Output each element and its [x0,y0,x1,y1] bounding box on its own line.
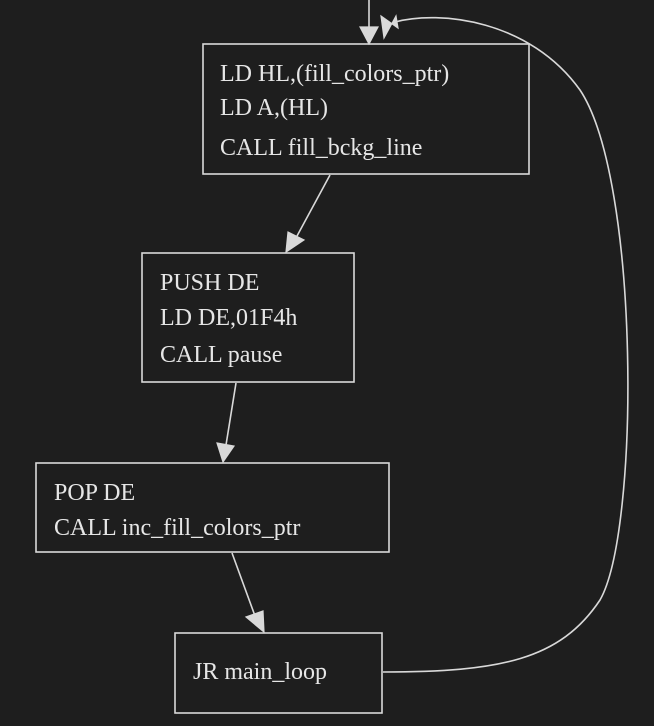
arrowhead-block-3 [216,442,236,464]
edge-block-2-to-block-3 [225,382,237,446]
instruction-line: LD A,(HL) [220,95,328,121]
instruction-line: CALL fill_bckg_line [220,135,422,161]
node-box [141,252,355,383]
instruction-line: CALL inc_fill_colors_ptr [54,515,300,541]
node-block-1: LD HL,(fill_colors_ptr) LD A,(HL) CALL f… [202,43,530,175]
edge-block-1-to-block-2 [296,174,331,237]
arrowhead-block-2 [285,231,306,254]
node-block-3: POP DE CALL inc_fill_colors_ptr [35,462,390,553]
instruction-line: JR main_loop [193,659,327,685]
arrowhead-block-4 [244,610,265,634]
instruction-line: CALL pause [160,342,282,368]
node-box [174,632,383,714]
edge-block-4-loop-back [382,16,629,673]
instruction-line: PUSH DE [160,270,259,296]
node-box [202,43,530,175]
edge-block-3-to-block-4 [231,552,256,617]
arrowhead-entry [359,26,379,46]
node-box [35,462,390,553]
instruction-line: LD HL,(fill_colors_ptr) [220,61,449,87]
node-block-2: PUSH DE LD DE,01F4h CALL pause [141,252,355,383]
node-block-4: JR main_loop [174,632,383,714]
edges [216,0,629,673]
arrowhead-loop-back [380,14,399,40]
instruction-line: LD DE,01F4h [160,305,297,331]
instruction-line: POP DE [54,480,135,506]
